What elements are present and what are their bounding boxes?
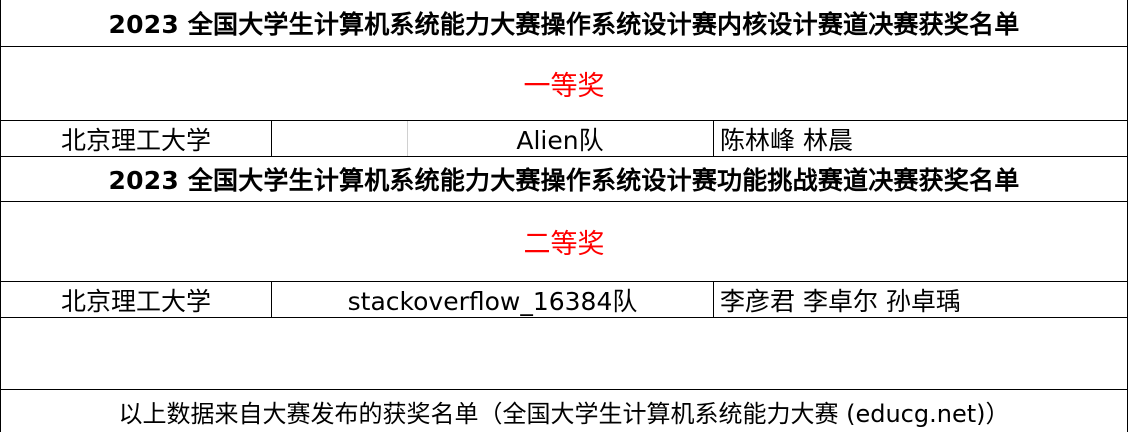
section-1-prize-row: 一等奖 — [1, 47, 1127, 121]
section-2-title-row: 2023 全国大学生计算机系统能力大赛操作系统设计赛功能挑战赛道决赛获奖名单 — [1, 157, 1127, 202]
section-1-entry-row: 北京理工大学 Alien队 陈林峰 林晨 — [1, 121, 1127, 157]
section-2-prize-row: 二等奖 — [1, 202, 1127, 282]
source-note-row: 以上数据来自大赛发布的获奖名单（全国大学生计算机系统能力大赛 (educg.ne… — [1, 390, 1127, 432]
section-1-prize: 一等奖 — [523, 71, 605, 102]
section-1-members-cell: 陈林峰 林晨 — [714, 121, 1127, 156]
section-2-university: 北京理工大学 — [60, 286, 211, 316]
empty-row — [1, 318, 1127, 390]
section-1-title-row: 2023 全国大学生计算机系统能力大赛操作系统设计赛内核设计赛道决赛获奖名单 — [1, 0, 1127, 47]
section-2-prize: 二等奖 — [523, 229, 605, 260]
section-1-university: 北京理工大学 — [60, 125, 211, 155]
section-1-empty-subcell — [272, 121, 408, 156]
source-note: 以上数据来自大赛发布的获奖名单（全国大学生计算机系统能力大赛 (educg.ne… — [118, 399, 1010, 428]
section-1-members: 陈林峰 林晨 — [720, 125, 853, 155]
section-2-members: 李彦君 李卓尔 孙卓瑀 — [720, 286, 961, 316]
section-1-team: Alien队 — [516, 125, 604, 155]
section-1-title: 2023 全国大学生计算机系统能力大赛操作系统设计赛内核设计赛道决赛获奖名单 — [108, 10, 1020, 39]
section-2-team: stackoverflow_16384队 — [347, 286, 638, 316]
section-2-university-cell: 北京理工大学 — [1, 282, 272, 317]
section-1-university-cell: 北京理工大学 — [1, 121, 272, 156]
section-1-team-cell: Alien队 — [272, 121, 714, 156]
section-2-entry-row: 北京理工大学 stackoverflow_16384队 李彦君 李卓尔 孙卓瑀 — [1, 282, 1127, 318]
section-2-team-cell: stackoverflow_16384队 — [272, 282, 714, 317]
section-2-members-cell: 李彦君 李卓尔 孙卓瑀 — [714, 282, 1127, 317]
section-2-title: 2023 全国大学生计算机系统能力大赛操作系统设计赛功能挑战赛道决赛获奖名单 — [108, 166, 1020, 195]
section-1-team-subcell: Alien队 — [408, 121, 712, 156]
